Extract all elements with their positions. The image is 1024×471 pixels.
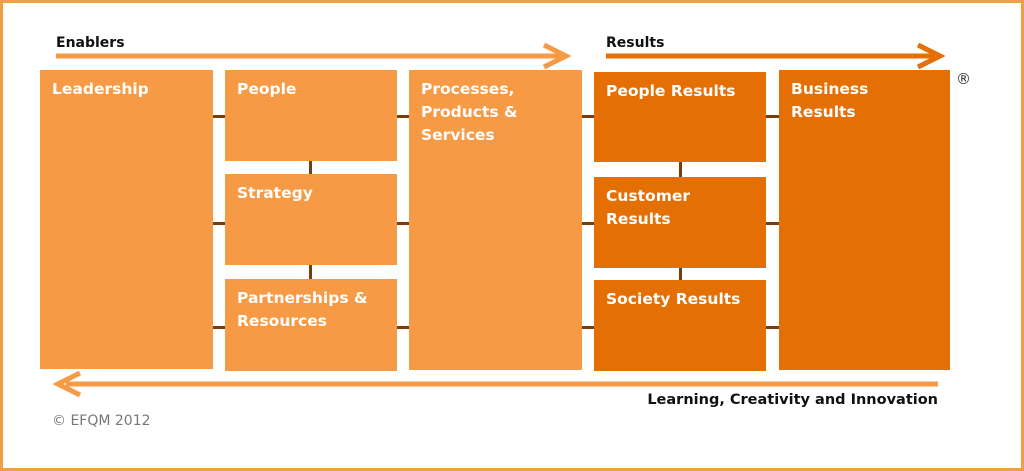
people-results-label: People Results [606,82,736,100]
connector [213,326,225,329]
connector [213,115,225,118]
society-results-box: Society Results [594,280,766,371]
connector [679,268,682,280]
customer-results-box: Customer Results [594,177,766,268]
connector [397,222,409,225]
processes-label-line2: Products & [421,103,518,121]
registered-trademark-mark: ® [956,70,971,88]
connector [309,161,312,174]
leadership-box: Leadership [40,70,213,369]
results-arrow [606,42,946,70]
people-results-box: People Results [594,72,766,162]
people-box: People [225,70,397,161]
partnerships-label-line2: Resources [237,312,327,330]
connector [766,222,779,225]
business-results-label: Business Results [791,80,869,121]
society-results-label: Society Results [606,290,741,308]
enablers-label: Enablers [56,35,125,51]
learning-creativity-innovation-label: Learning, Creativity and Innovation [647,392,938,408]
processes-label-line1: Processes, [421,80,515,98]
processes-label-line3: Services [421,126,495,144]
connector [766,326,779,329]
customer-results-label: Customer Results [606,187,691,228]
connector [397,115,409,118]
partnerships-label-line1: Partnerships & [237,289,368,307]
strategy-box: Strategy [225,174,397,265]
connector [397,326,409,329]
enablers-arrow [56,42,572,70]
copyright-notice: © EFQM 2012 [52,413,151,429]
connector [766,115,779,118]
strategy-label: Strategy [237,184,313,202]
connector [582,222,594,225]
people-label: People [237,80,297,98]
connector [309,265,312,279]
connector [213,222,225,225]
learning-arrow [52,370,938,398]
connector [582,326,594,329]
connector [679,162,682,177]
processes-products-services-box: Processes, Products & Services [409,70,582,370]
results-label: Results [606,35,665,51]
partnerships-resources-box: Partnerships & Resources [225,279,397,371]
connector [582,115,594,118]
leadership-label: Leadership [52,80,149,98]
business-results-box: Business Results [779,70,950,370]
